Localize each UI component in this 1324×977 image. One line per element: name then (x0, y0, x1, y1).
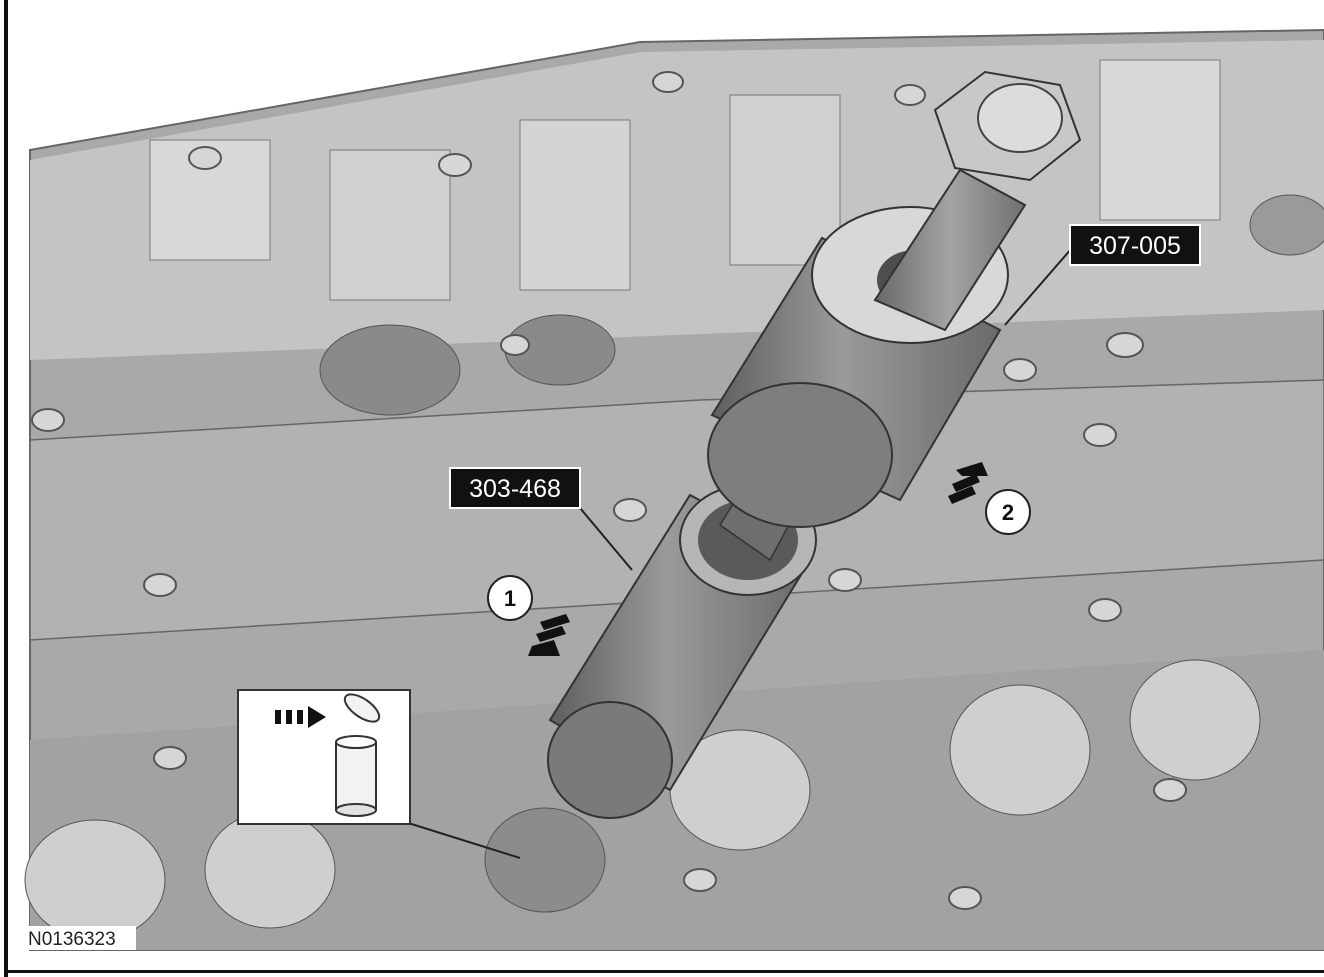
waste-bin-icon (335, 693, 381, 817)
forcing-bolt (873, 70, 1082, 332)
middle-rail (29, 379, 1324, 641)
bottom-border-rule (4, 970, 1324, 973)
step-2-label: 2 (1002, 500, 1014, 525)
remover-tool-label: 303-468 (469, 475, 561, 503)
figure-id: N0136323 (28, 929, 116, 950)
installer-tool-label: 307-005 (1089, 232, 1181, 260)
step-1-label: 1 (504, 586, 516, 611)
leader-line-installer (1004, 247, 1073, 326)
discard-inset (237, 689, 411, 825)
left-border-rule (4, 0, 8, 977)
discard-arrow-icon (275, 706, 326, 728)
bolt-holes (31, 71, 1187, 910)
leader-line-remover (574, 501, 633, 571)
direction-arrow-1-icon (528, 614, 570, 656)
figure-id-background (24, 926, 136, 950)
callout-installer: 307-005 (1069, 224, 1201, 266)
direction-arrow-2-icon (948, 462, 988, 504)
leader-line-discard (404, 821, 521, 859)
step-marker-1: 1 (487, 575, 533, 621)
step-marker-2: 2 (985, 489, 1031, 535)
callout-remover: 303-468 (449, 467, 581, 509)
